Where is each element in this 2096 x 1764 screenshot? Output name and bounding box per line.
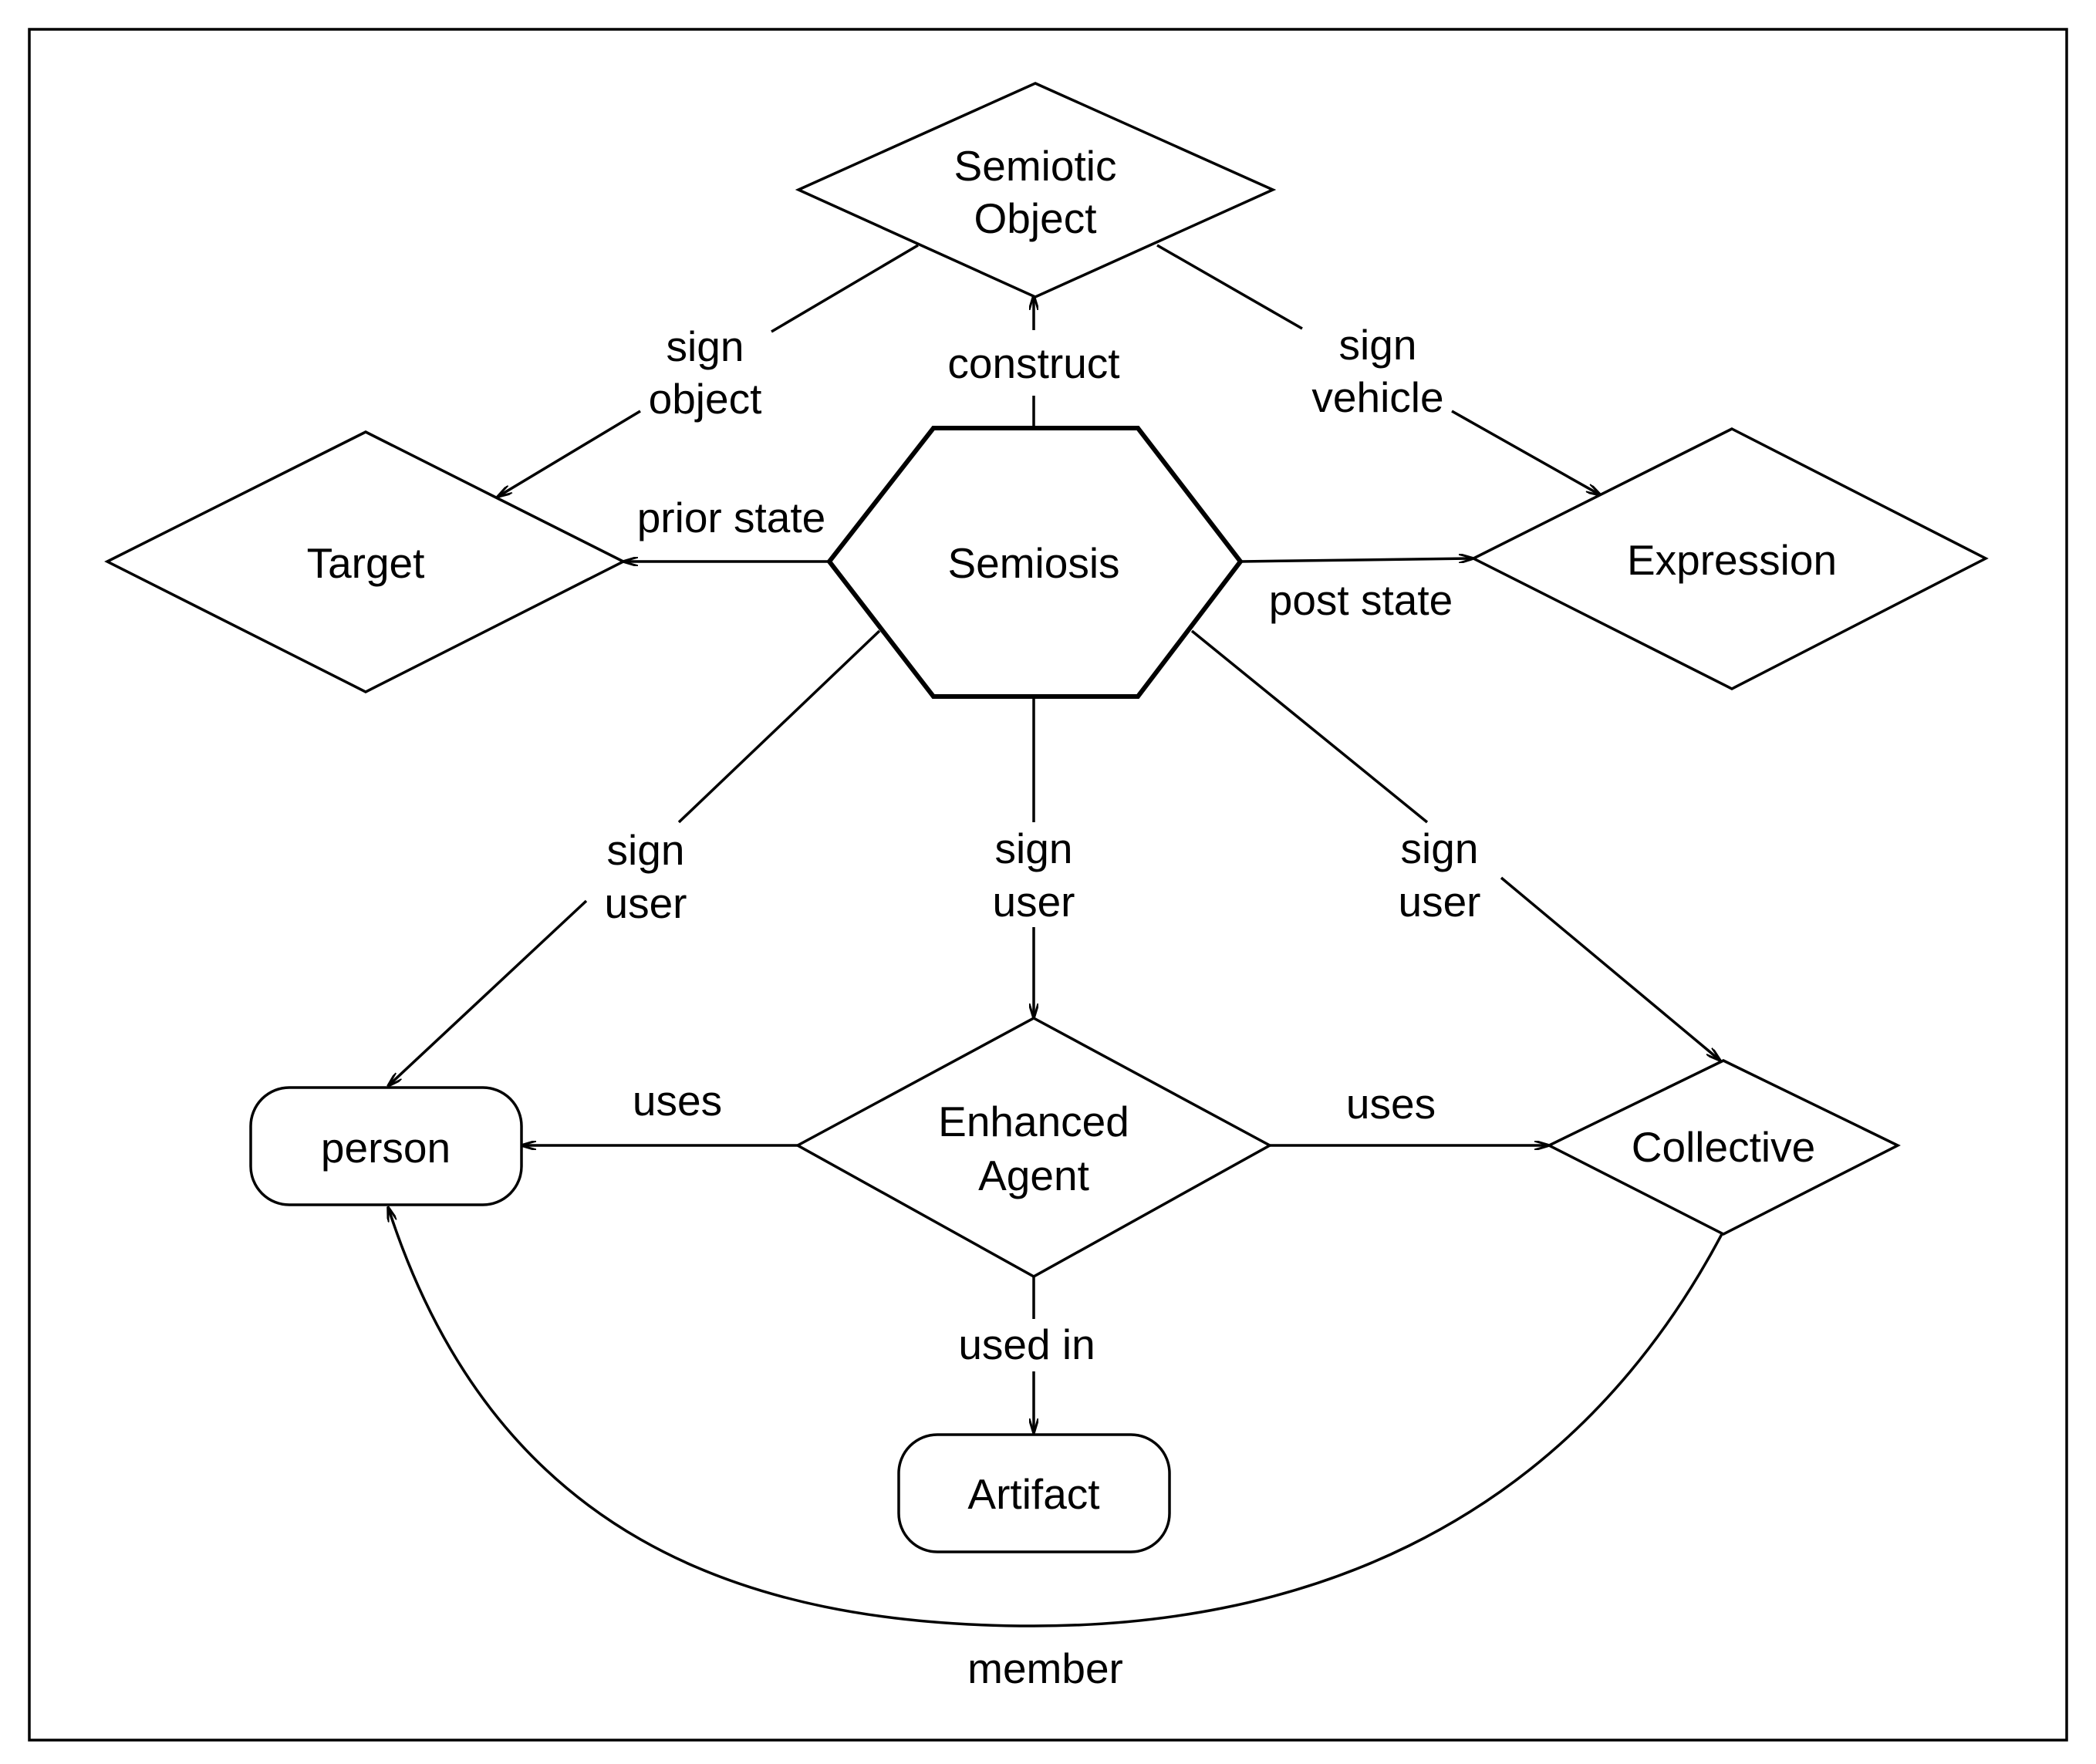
semiotic-object-diamond bbox=[795, 82, 1277, 298]
edge-sign-vehicle-lower bbox=[1451, 410, 1601, 495]
node-expression: Expression bbox=[1470, 427, 1989, 690]
node-artifact: Artifact bbox=[897, 1433, 1171, 1553]
node-enhanced-agent: Enhanced Agent bbox=[795, 1017, 1273, 1279]
edge-label-sign-object-line1: sign bbox=[667, 322, 744, 370]
person-label: person bbox=[321, 1124, 451, 1172]
expression-label: Expression bbox=[1627, 536, 1837, 584]
edge-member-curve bbox=[388, 1207, 1723, 1627]
enhanced-agent-label-line2: Agent bbox=[978, 1152, 1089, 1199]
artifact-label: Artifact bbox=[967, 1470, 1099, 1518]
edge-label-sign-vehicle-line1: sign bbox=[1339, 321, 1417, 369]
edge-sign-user-left-lower bbox=[388, 899, 588, 1086]
edge-sign-vehicle-upper bbox=[1156, 244, 1303, 330]
node-semiotic-object: Semiotic Object bbox=[795, 82, 1277, 298]
target-diamond bbox=[104, 430, 626, 693]
artifact-box bbox=[897, 1433, 1171, 1553]
edge-post-state bbox=[1240, 558, 1473, 562]
edge-label-prior-state: prior state bbox=[637, 494, 826, 541]
edge-label-uses-left: uses bbox=[633, 1077, 722, 1125]
collective-diamond bbox=[1546, 1059, 1901, 1236]
edge-label-used-in: used in bbox=[958, 1320, 1095, 1368]
edge-label-sign-user-center-line1: sign bbox=[995, 825, 1073, 872]
edge-sign-object-lower bbox=[498, 410, 641, 497]
edge-label-sign-object-line2: object bbox=[649, 375, 762, 423]
edge-label-sign-vehicle-line2: vehicle bbox=[1311, 373, 1443, 421]
node-semiosis: Semiosis bbox=[826, 426, 1244, 699]
semiosis-hexagon bbox=[826, 426, 1244, 699]
person-box bbox=[249, 1086, 523, 1206]
edge-sign-user-right-lower bbox=[1500, 876, 1720, 1061]
edge-sign-user-left-upper bbox=[677, 629, 881, 824]
node-collective: Collective bbox=[1546, 1059, 1901, 1236]
edge-label-sign-user-left-line2: user bbox=[605, 879, 687, 927]
edge-label-sign-user-right-line1: sign bbox=[1401, 825, 1479, 872]
edge-label-post-state: post state bbox=[1269, 576, 1453, 624]
semiotic-object-label-line2: Object bbox=[974, 194, 1097, 242]
node-target: Target bbox=[104, 430, 626, 693]
semiotic-object-label-line1: Semiotic bbox=[954, 142, 1117, 190]
edge-label-member: member bbox=[967, 1644, 1123, 1692]
expression-diamond bbox=[1470, 427, 1989, 690]
target-label: Target bbox=[307, 539, 425, 587]
edge-label-construct: construct bbox=[947, 339, 1119, 387]
enhanced-agent-label-line1: Enhanced bbox=[938, 1098, 1129, 1145]
enhanced-agent-diamond bbox=[795, 1017, 1273, 1279]
edge-label-sign-user-center-line2: user bbox=[993, 878, 1075, 926]
edge-label-sign-user-right-line2: user bbox=[1399, 878, 1481, 926]
edge-label-sign-user-left-line1: sign bbox=[607, 826, 685, 874]
semiosis-label: Semiosis bbox=[947, 539, 1119, 587]
collective-label: Collective bbox=[1632, 1123, 1815, 1171]
edge-sign-user-right-upper bbox=[1190, 629, 1429, 824]
node-person: person bbox=[249, 1086, 523, 1206]
edge-sign-object-upper bbox=[771, 244, 919, 333]
diagram-frame bbox=[28, 28, 2068, 1742]
edge-label-uses-right: uses bbox=[1346, 1080, 1436, 1128]
